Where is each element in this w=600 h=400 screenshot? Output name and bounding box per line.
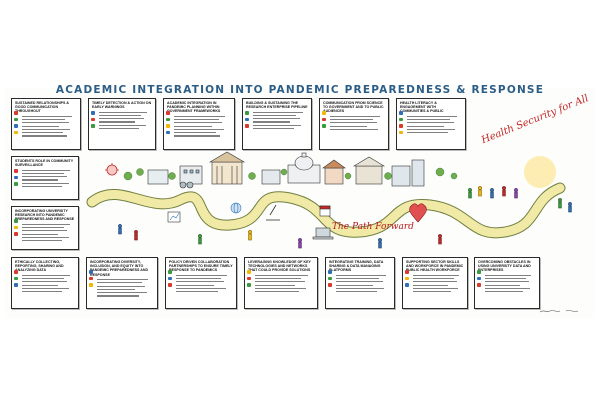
card-status-dots xyxy=(14,270,18,290)
card-status-dots xyxy=(328,270,332,290)
card-title: Incorporating University Research into P… xyxy=(15,209,75,222)
card-title: Supporting Sector Skills and Workforce i… xyxy=(406,260,464,273)
card-top-5: Communication from Science to Government… xyxy=(319,98,389,150)
card-status-dots xyxy=(91,111,95,131)
card-title: Students Role in Community Surveillance xyxy=(15,159,74,168)
card-title: Policy Driven Collaboration Partnerships… xyxy=(169,260,233,273)
card-title: Integrating Training, Data Sharing & Dat… xyxy=(329,260,384,273)
card-status-dots xyxy=(14,169,18,189)
card-left-1: Students Role in Community Surveillance xyxy=(11,156,79,200)
poster-title: ACADEMIC INTEGRATION INTO PANDEMIC PREPA… xyxy=(55,84,545,96)
card-status-dots xyxy=(322,111,326,131)
card-top-4: Building & Sustaining the Research Enter… xyxy=(242,98,312,150)
card-title: Sustained Relationships & Good Communica… xyxy=(15,101,69,114)
card-title: Overcoming Obstacles in Using University… xyxy=(478,260,531,273)
card-top-6: Health Literacy & Engagement with Commun… xyxy=(396,98,466,150)
card-status-dots xyxy=(89,270,93,290)
card-status-dots xyxy=(399,111,403,137)
card-title: Ethically Collecting, Reporting, Sharing… xyxy=(15,260,64,273)
card-left-2: Incorporating University Research into P… xyxy=(11,206,79,250)
card-title: Academic Integration in Pandemic Plannin… xyxy=(167,101,221,114)
card-status-dots xyxy=(477,270,481,290)
card-bot-4: Leveraging Knowledge of Key Technologies… xyxy=(244,257,318,309)
card-bot-7: Overcoming Obstacles in Using University… xyxy=(474,257,540,309)
card-top-2: Timely Detection & Action on Early Warni… xyxy=(88,98,156,150)
card-title: Communication from Science to Government… xyxy=(323,101,384,114)
card-top-3: Academic Integration in Pandemic Plannin… xyxy=(163,98,235,150)
card-status-dots xyxy=(245,111,249,131)
card-bot-2: Incorporating Diversity, Inclusion, and … xyxy=(86,257,158,309)
card-bot-5: Integrating Training, Data Sharing & Dat… xyxy=(325,257,395,309)
card-title: Building & Sustaining the Research Enter… xyxy=(246,101,308,110)
card-title: Health Literacy & Engagement with Commun… xyxy=(400,101,444,114)
card-bot-3: Policy Driven Collaboration Partnerships… xyxy=(165,257,237,309)
card-status-dots xyxy=(405,270,409,290)
card-status-dots xyxy=(14,219,18,239)
card-bot-1: Ethically Collecting, Reporting, Sharing… xyxy=(11,257,79,309)
path-forward-label: The Path Forward xyxy=(332,222,414,232)
card-title: Timely Detection & Action on Early Warni… xyxy=(92,101,152,110)
artist-signature xyxy=(540,310,579,313)
card-status-dots xyxy=(14,111,18,137)
card-status-dots xyxy=(166,111,170,137)
card-status-dots xyxy=(168,270,172,290)
card-title: Incorporating Diversity, Inclusion, and … xyxy=(90,260,149,277)
card-status-dots xyxy=(247,270,251,290)
card-bot-6: Supporting Sector Skills and Workforce i… xyxy=(402,257,468,309)
card-top-1: Sustained Relationships & Good Communica… xyxy=(11,98,81,150)
card-title: Leveraging Knowledge of Key Technologies… xyxy=(248,260,311,273)
